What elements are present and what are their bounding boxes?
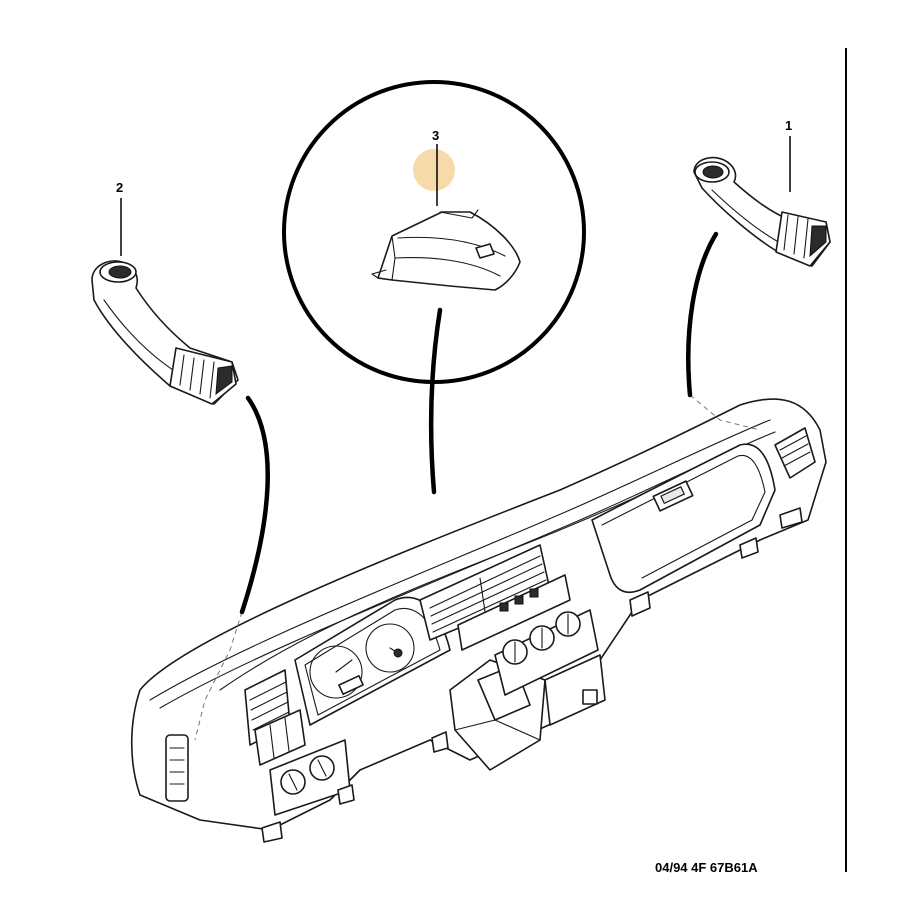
heater-control-knobs <box>494 609 599 696</box>
right-end-vent <box>774 427 816 479</box>
left-side-air-duct <box>91 260 239 405</box>
dashboard-cover-cap <box>371 209 521 291</box>
center-switch-row <box>457 574 571 651</box>
glovebox <box>591 443 776 594</box>
left-end-vent <box>165 734 189 802</box>
left-switch-panel <box>254 709 306 766</box>
callout-1: 1 <box>785 118 792 133</box>
hidden-line-left <box>194 611 243 741</box>
hidden-line-right <box>689 394 761 431</box>
leader-line-2 <box>239 395 270 615</box>
highlight-spot <box>413 149 455 191</box>
detail-zoom-circle <box>282 80 586 384</box>
dashboard-assembly <box>130 398 827 843</box>
right-side-air-duct <box>693 156 831 267</box>
reference-code: 04/94 4F 67B61A <box>655 860 758 875</box>
instrument-cluster <box>294 596 451 726</box>
lower-center-pocket <box>544 654 606 726</box>
callout-3: 3 <box>432 128 439 143</box>
mounting-tabs <box>261 507 803 843</box>
leader-line-3 <box>428 307 443 495</box>
leader-line-1 <box>686 231 719 398</box>
callout-2: 2 <box>116 180 123 195</box>
